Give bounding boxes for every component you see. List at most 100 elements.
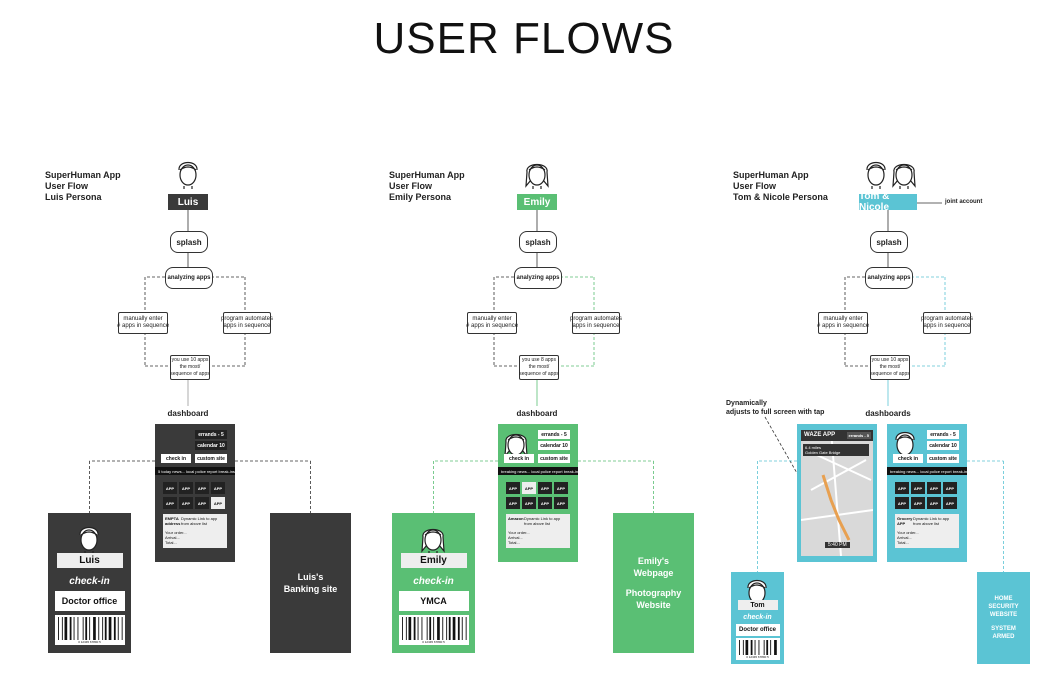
panel-app-name-0: EMPTA address [165, 516, 181, 526]
app-tile-2-0[interactable]: APP [895, 482, 909, 494]
site-line-0-1: Banking site [283, 584, 338, 594]
barcode-1-icon [401, 617, 467, 640]
panel-app-name-1: Amazon [508, 516, 524, 521]
dashboard-button-2-0[interactable]: errands - 5 [927, 430, 959, 439]
dashboard-phone-2: errands - 5 calendar 10 check in custom sit… [887, 424, 967, 562]
annotation-pointer [764, 416, 819, 511]
panel-link-text-1: Dynamic Link to app from above list [524, 516, 561, 526]
app-tile-1-3[interactable]: APP [554, 482, 568, 494]
app-tile-0-6[interactable]: APP [195, 497, 209, 509]
site-line-1-1: Webpage [633, 568, 674, 578]
panel-line-2-2: Total... [897, 540, 909, 545]
card-barcode-box-1: 0 12345 67890 5 [398, 615, 469, 645]
site-line-2-1: SECURITY [988, 604, 1019, 610]
joint-account-note: joint account [945, 199, 983, 205]
panel-line-0-2: Total... [165, 540, 177, 545]
panel-link-text-2: Dynamic Link to app from above list [913, 516, 950, 526]
card-name-2: Tom [737, 600, 778, 610]
app-tile-0-4[interactable]: APP [163, 497, 177, 509]
site-line-1-0: Emily's [637, 556, 670, 566]
dashboard-button-1-3[interactable]: custom site [538, 454, 570, 463]
site-line-2-5: ARMED [992, 634, 1015, 640]
dashboard-button-1-1[interactable]: calendar 10 [538, 441, 570, 450]
result-node-2: you use 10 apps the most/ sequence of ap… [870, 355, 910, 380]
app-tile-2-2[interactable]: APP [927, 482, 941, 494]
panel-line-2-0: Your order... [897, 530, 919, 535]
result-node-1: you use 8 apps the most/ sequence of app… [519, 355, 559, 380]
card-avatar-1-icon [421, 528, 445, 554]
flow-label-2: SuperHuman App User Flow Tom & Nicole Pe… [733, 170, 828, 202]
app-tile-1-4[interactable]: APP [506, 497, 520, 509]
app-tile-0-3[interactable]: APP [211, 482, 225, 494]
app-tile-1-6[interactable]: APP [538, 497, 552, 509]
barcode-number: 0 12345 67890 5 [422, 640, 445, 644]
panel-line-2-1: Arrival... [897, 535, 912, 540]
app-tile-1-1[interactable]: APP [522, 482, 536, 494]
waze-time: 5:40 PM [825, 542, 850, 548]
waze-badge[interactable]: errands - 5 [846, 432, 871, 439]
card-checkin-label-1: check-in [413, 576, 454, 587]
barcode-2-icon [738, 640, 777, 655]
dashboard-button-0-1[interactable]: calendar 10 [195, 441, 227, 450]
panel-line-1-1: Arrival... [508, 535, 523, 540]
dashboard-button-1-2[interactable]: check in [504, 454, 534, 463]
page-title: USER FLOWS [373, 14, 675, 63]
analyzing-node-0: analyzing apps [165, 267, 213, 289]
dashboard-button-2-3[interactable]: custom site [927, 454, 959, 463]
dashboard-button-0-3[interactable]: custom site [195, 454, 227, 463]
dashboard-button-2-2[interactable]: check in [893, 454, 923, 463]
persona-name-0: Luis [168, 194, 208, 210]
manual-entry-node-1: manually enter # apps in sequence [466, 312, 518, 334]
app-tile-1-5[interactable]: APP [522, 497, 536, 509]
analyzing-node-2: analyzing apps [865, 267, 913, 289]
persona-0-head-icon [178, 161, 198, 189]
app-tile-1-2[interactable]: APP [538, 482, 552, 494]
dashboard-label-0: dashboard [167, 409, 209, 418]
app-tile-2-4[interactable]: APP [895, 497, 909, 509]
panel-line-1-0: Your order... [508, 530, 530, 535]
app-tile-1-0[interactable]: APP [506, 482, 520, 494]
manual-entry-node-2: manually enter # apps in sequence [817, 312, 869, 334]
waze-route-map [800, 429, 874, 557]
site-line-2-4: SYSTEM [991, 626, 1016, 632]
app-tile-0-7[interactable]: APP [211, 497, 225, 509]
app-tile-0-1[interactable]: APP [179, 482, 193, 494]
app-tile-2-7[interactable]: APP [943, 497, 957, 509]
app-tile-0-2[interactable]: APP [195, 482, 209, 494]
app-tile-2-1[interactable]: APP [911, 482, 925, 494]
news-ticker-2: breaking news... local police report bre… [887, 467, 967, 475]
app-tile-2-6[interactable]: APP [927, 497, 941, 509]
persona-name-1: Emily [517, 194, 557, 210]
card-name-0: Luis [56, 553, 123, 568]
manual-entry-node-0: manually enter # apps in sequence [117, 312, 169, 334]
panel-line-1-2: Total... [508, 540, 520, 545]
card-avatar-0-icon [79, 526, 99, 554]
site-line-1-3: Photography [625, 588, 682, 598]
card-barcode-box-2: 0 12345 67890 5 [735, 638, 780, 660]
site-line-0-0: Luis's [297, 572, 324, 582]
dashboard-button-0-2[interactable]: check in [161, 454, 191, 463]
app-tile-2-5[interactable]: APP [911, 497, 925, 509]
dashboard-phone-0: errands - 5 calendar 10 check in custom sit… [155, 424, 235, 562]
dashboard-button-2-1[interactable]: calendar 10 [927, 441, 959, 450]
card-barcode-box-0: 0 12345 67890 5 [54, 615, 125, 645]
dashboard-label-2: dashboards [865, 409, 911, 418]
dashboard-phone-1: errands - 5 calendar 10 check in custom sit… [498, 424, 578, 562]
app-tile-0-0[interactable]: APP [163, 482, 177, 494]
app-tile-0-5[interactable]: APP [179, 497, 193, 509]
app-tile-2-3[interactable]: APP [943, 482, 957, 494]
dashboard-button-0-0[interactable]: errands - 5 [195, 430, 227, 439]
app-tile-1-7[interactable]: APP [554, 497, 568, 509]
analyzing-node-1: analyzing apps [514, 267, 562, 289]
barcode-number: 0 12345 67890 5 [78, 640, 101, 644]
dashboard-button-1-0[interactable]: errands - 5 [538, 430, 570, 439]
